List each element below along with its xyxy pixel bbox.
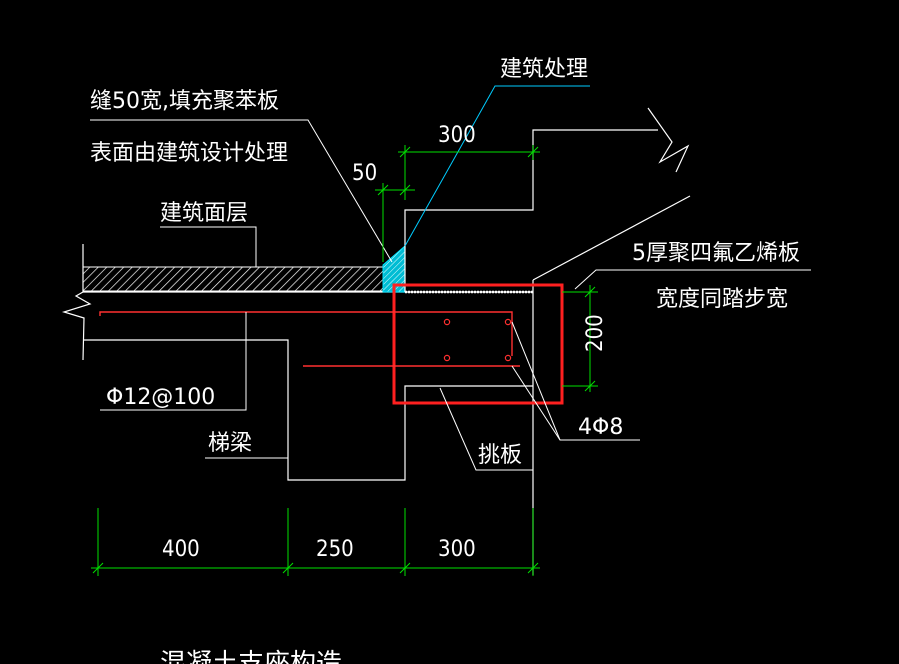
gap-note-line1: 缝50宽,填充聚苯板 — [90, 89, 279, 114]
corbel-label: 挑板 — [478, 443, 522, 468]
break-line-right — [647, 107, 690, 173]
rebar-dot — [443, 354, 451, 362]
highlight-box — [392, 283, 564, 405]
ptfe-label-line1: 5厚聚四氟乙烯板 — [632, 241, 800, 266]
gap-note-leader — [90, 119, 393, 263]
arch-treatment-label: 建筑处理 — [500, 57, 588, 82]
corbel-leader — [439, 387, 533, 471]
corbel-rebar-leader-2 — [511, 321, 561, 441]
dimension-lines — [91, 145, 598, 576]
finish-layer-label: 建筑面层 — [160, 201, 248, 226]
break-line-left — [61, 291, 92, 361]
stair-soffit-line — [532, 195, 691, 281]
dim-bottom-300: 300 — [438, 537, 476, 562]
dim-top-300: 300 — [438, 123, 476, 148]
dim-bottom-400: 400 — [162, 537, 200, 562]
rebar-dot — [443, 318, 451, 326]
ptfe-label-line2: 宽度同踏步宽 — [656, 287, 788, 312]
top-rebar — [99, 311, 513, 356]
rebar-dot — [504, 318, 512, 326]
stair-step-profile — [404, 129, 658, 292]
stair-beam-label: 梯梁 — [208, 431, 252, 456]
ptfe-leader — [574, 269, 811, 290]
arch-treatment-leader — [404, 85, 590, 247]
bottom-title: 混凝土支座构造 — [160, 649, 342, 664]
dim-height-200: 200 — [583, 314, 608, 352]
finish-layer-leader — [160, 226, 257, 267]
corbel-rebar-label: 4Φ8 — [578, 415, 623, 440]
gap-note-line2: 表面由建筑设计处理 — [90, 141, 288, 166]
dim-gap-50: 50 — [352, 161, 377, 186]
rebar-spacing-label: Φ12@100 — [106, 385, 215, 410]
dim-bottom-250: 250 — [316, 537, 354, 562]
rebar-spacing-leader — [100, 312, 247, 411]
rebar-dot — [504, 354, 512, 362]
stair-beam-outline — [83, 339, 533, 481]
finish-layer-hatch — [82, 266, 384, 292]
